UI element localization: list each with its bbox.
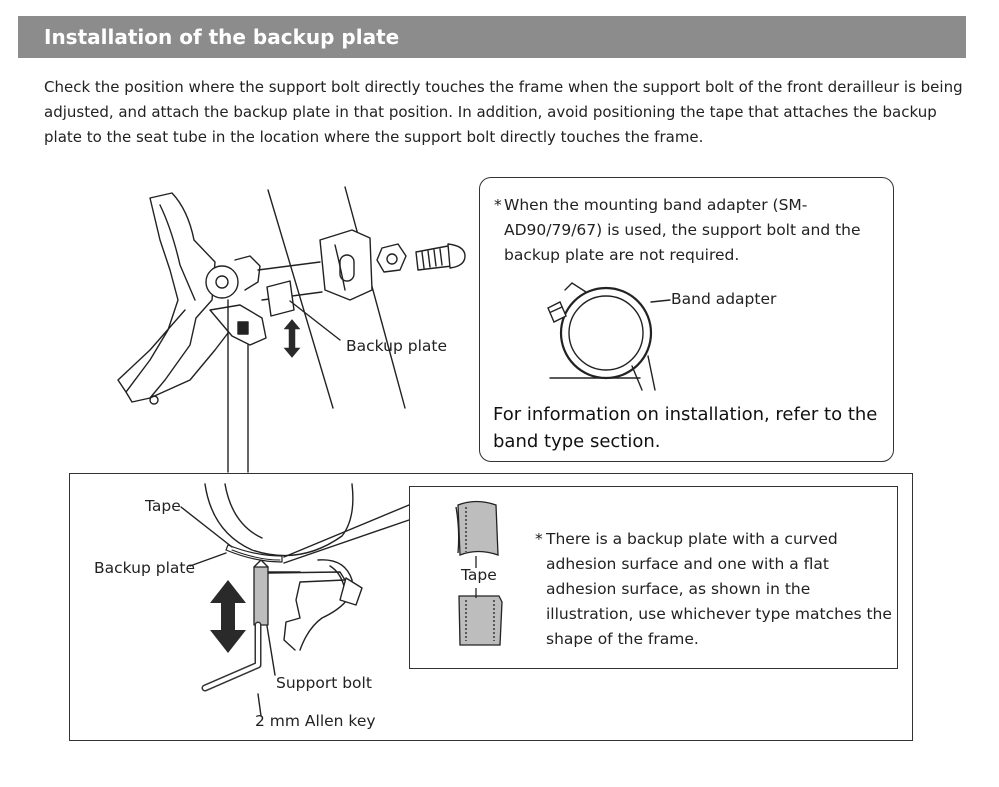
band-adapter-note: * When the mounting band adapter (SM-AD9… [494,193,884,268]
intro-paragraph: Check the position where the support bol… [44,78,963,146]
plate-types-box [409,486,898,669]
front-derailleur-illustration [117,186,466,473]
note-asterisk: * [494,196,502,214]
tape-label: Tape [145,497,181,515]
band-adapter-note-text: When the mounting band adapter (SM-AD90/… [504,196,861,264]
section-title: Installation of the backup plate [18,16,966,58]
allen-key-label: 2 mm Allen key [255,712,376,730]
adjust-arrow-detail [210,580,246,653]
plate-tape-label: Tape [461,566,497,584]
plate-types-illustration [455,500,503,646]
detail-box [69,473,913,741]
plate-types-note: * There is a backup plate with a curved … [535,527,895,652]
band-adapter-note-box [479,177,894,462]
plate-types-note-text: There is a backup plate with a curved ad… [546,530,892,648]
band-type-info: For information on installation, refer t… [493,404,878,452]
support-bolt-detail-illustration [180,483,410,717]
detail-backup-plate-label: Backup plate [94,559,195,577]
backup-plate-label: Backup plate [346,337,447,355]
adjust-arrow-top [280,316,304,361]
band-adapter-illustration [547,282,671,391]
band-adapter-label: Band adapter [671,290,777,308]
plate-note-asterisk: * [535,530,543,548]
support-bolt-label: Support bolt [276,674,372,692]
